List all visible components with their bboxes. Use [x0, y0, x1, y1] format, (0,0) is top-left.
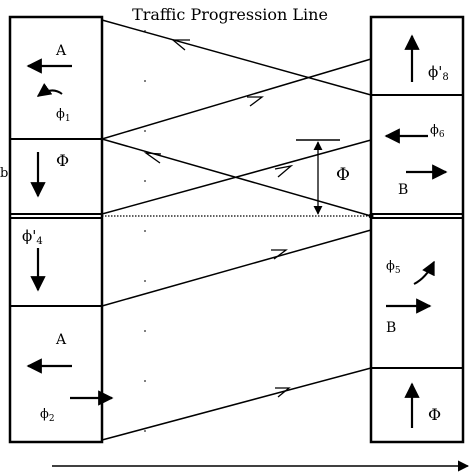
- chevron-eastbound-1: [247, 96, 264, 107]
- offset-phase-label: Φ: [428, 405, 441, 424]
- left-turn-arrow-icon: [36, 82, 63, 97]
- offset-point: [368, 213, 374, 219]
- progression-lines: [101, 19, 372, 441]
- phase-label: ϕ5: [386, 259, 401, 276]
- edge-label: b: [0, 166, 8, 181]
- right-column-frame: [369, 15, 465, 444]
- progression-line-1: [101, 19, 372, 96]
- direction-chevrons: [143, 39, 294, 398]
- left-signal-column: [8, 15, 104, 444]
- movement-label: B: [386, 320, 396, 336]
- movement-label: A: [55, 43, 67, 59]
- phase-label: ϕ6: [430, 123, 445, 140]
- chevron-eastbound-2: [274, 164, 294, 178]
- left-column-frame: [8, 15, 104, 444]
- chevron-westbound-1: [171, 39, 190, 51]
- offset-label: Φ: [336, 165, 350, 185]
- offset-phase-label: Φ: [56, 151, 69, 170]
- left-cell-4: A ϕ2: [26, 332, 114, 424]
- right-cell-2: ϕ6 B: [384, 123, 448, 198]
- left-turn-arrow-icon: [413, 260, 435, 285]
- phase-label: ϕ'4: [22, 227, 43, 247]
- progression-line-2: [101, 58, 372, 140]
- phase-label: ϕ1: [56, 107, 71, 124]
- chevron-eastbound-3: [271, 249, 288, 260]
- left-cell-2: Φ: [30, 151, 69, 198]
- right-cell-4: Φ: [404, 382, 441, 428]
- right-cell-3: ϕ5 B: [386, 259, 435, 336]
- left-cell-3: ϕ'4: [22, 227, 46, 292]
- phase-label: ϕ'8: [428, 63, 449, 83]
- movement-label: A: [55, 332, 67, 348]
- progression-line-4: [101, 139, 372, 215]
- progression-line-6: [101, 367, 372, 441]
- left-cell-1: A ϕ1: [26, 43, 72, 124]
- chevron-westbound-2: [143, 152, 162, 164]
- movement-label: B: [398, 182, 408, 198]
- phase-label: ϕ2: [40, 407, 55, 424]
- diagram-title: Traffic Progression Line: [132, 5, 328, 24]
- right-signal-column: [369, 15, 465, 444]
- progression-line-5: [101, 229, 372, 307]
- right-cell-1: ϕ'8: [404, 34, 449, 83]
- chevron-eastbound-4: [275, 387, 291, 398]
